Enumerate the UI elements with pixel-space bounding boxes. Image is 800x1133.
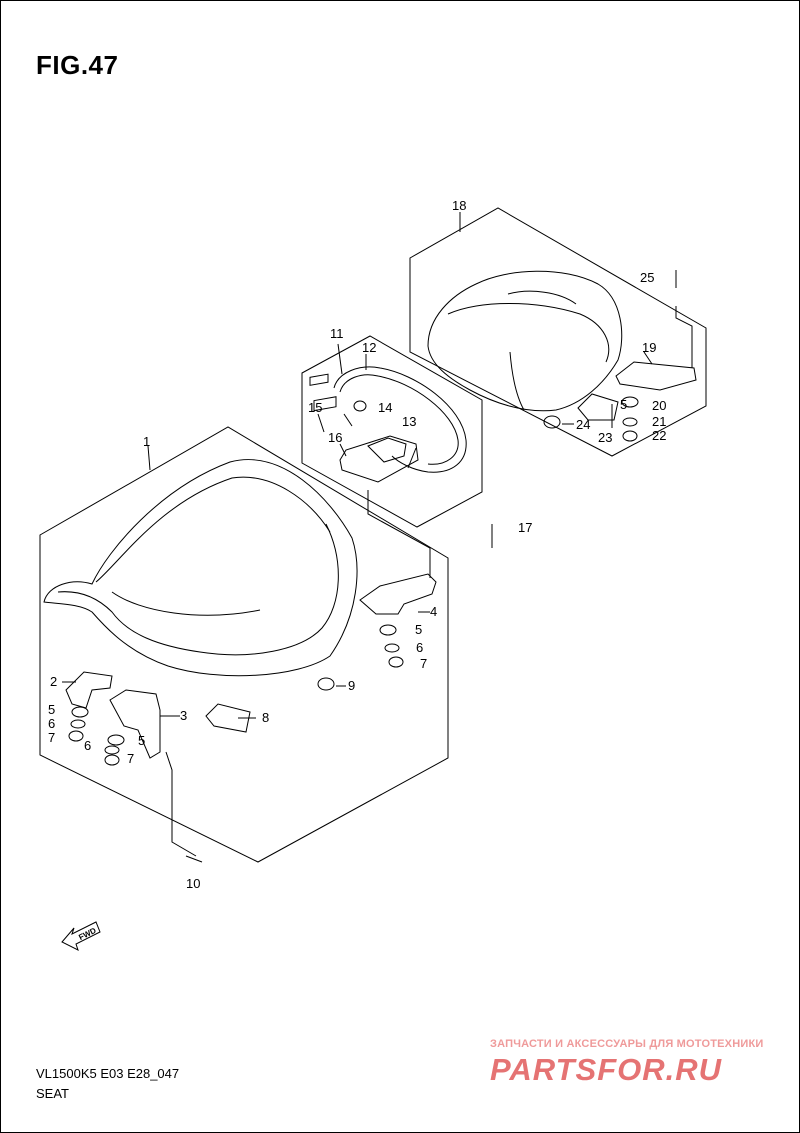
callout-14: 14 xyxy=(378,400,392,415)
leader-lines xyxy=(62,212,693,857)
callout-6b: 6 xyxy=(48,716,55,731)
rear-mount-bracket xyxy=(359,573,437,615)
seat-lock-assembly xyxy=(309,366,467,483)
rear-seat xyxy=(427,270,623,412)
callout-6a: 6 xyxy=(416,640,423,655)
fwd-arrow-icon xyxy=(61,921,101,951)
rear-seat-bracket xyxy=(615,361,697,391)
callout-numbers: 1 2 3 4 5 5 5 5 6 6 6 7 7 7 8 9 10 11 12… xyxy=(48,198,666,891)
callout-7c: 7 xyxy=(127,751,134,766)
seat-lock-group-frame xyxy=(301,335,483,528)
callout-1: 1 xyxy=(143,434,150,449)
callout-16: 16 xyxy=(328,430,342,445)
front-seat xyxy=(43,459,358,677)
callout-21: 21 xyxy=(652,414,666,429)
callout-5b: 5 xyxy=(48,702,55,717)
figure-title: FIG.47 xyxy=(36,50,119,80)
callout-25: 25 xyxy=(640,270,654,285)
callout-18: 18 xyxy=(452,198,466,213)
callout-10: 10 xyxy=(186,876,200,891)
callout-4: 4 xyxy=(430,604,437,619)
section-name: SEAT xyxy=(36,1086,69,1101)
watermark-tagline: ЗАПЧАСТИ И АКСЕССУАРЫ ДЛЯ МОТОТЕХНИКИ xyxy=(490,1038,764,1050)
callout-7a: 7 xyxy=(420,656,427,671)
callout-12: 12 xyxy=(362,340,376,355)
callout-2: 2 xyxy=(50,674,57,689)
callout-19: 19 xyxy=(642,340,656,355)
fastener-hardware xyxy=(68,270,677,863)
callout-23: 23 xyxy=(598,430,612,445)
callout-3: 3 xyxy=(180,708,187,723)
callout-22: 22 xyxy=(652,428,666,443)
callout-13: 13 xyxy=(402,414,416,429)
front-hinge-bracket-left xyxy=(65,671,113,709)
callout-24: 24 xyxy=(576,417,590,432)
callout-20: 20 xyxy=(652,398,666,413)
callout-5d: 5 xyxy=(620,397,627,412)
callout-5a: 5 xyxy=(415,622,422,637)
callout-7b: 7 xyxy=(48,730,55,745)
callout-9: 9 xyxy=(348,678,355,693)
callout-15: 15 xyxy=(308,400,322,415)
model-code: VL1500K5 E03 E28_047 xyxy=(36,1066,180,1081)
front-seat-group-frame xyxy=(39,426,449,863)
callout-6c: 6 xyxy=(84,738,91,753)
fwd-label: FWD xyxy=(77,926,98,942)
rear-seat-group-frame xyxy=(409,207,707,457)
callout-11: 11 xyxy=(330,326,344,341)
callout-17: 17 xyxy=(518,520,532,535)
callout-5c: 5 xyxy=(138,733,145,748)
watermark-brand: PARTSFOR.RU xyxy=(490,1052,723,1087)
callout-8: 8 xyxy=(262,710,269,725)
front-hinge-bracket-right xyxy=(109,689,161,759)
